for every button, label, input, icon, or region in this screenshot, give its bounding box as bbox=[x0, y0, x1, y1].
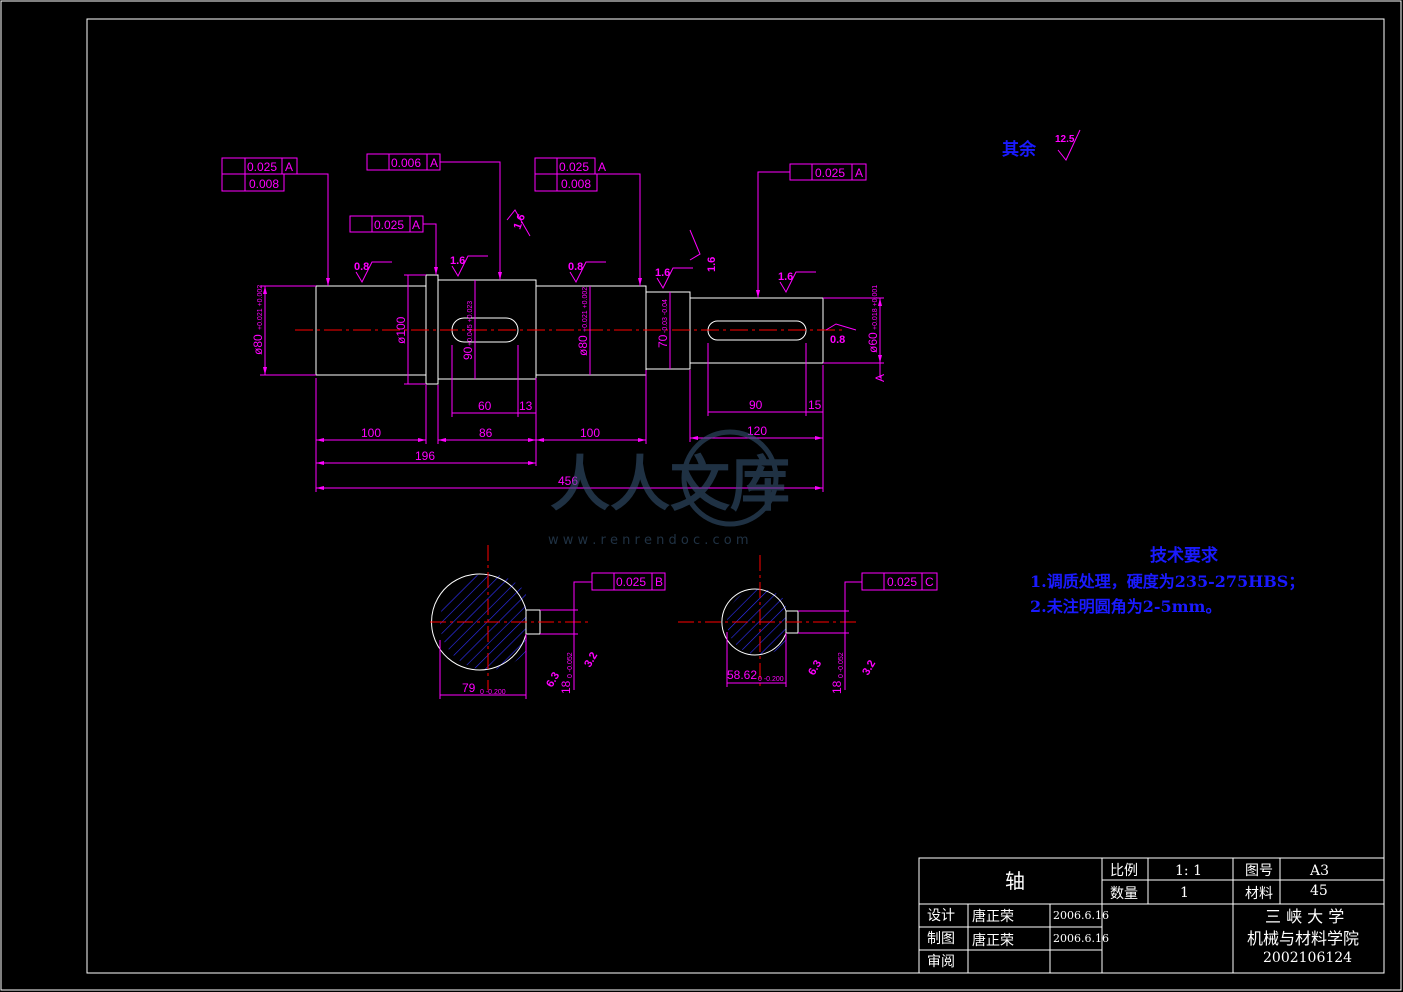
section-2: 58.62 0 -0.200 18 0 -0.052 bbox=[678, 555, 862, 694]
requirement-2: 2.未注明圆角为2-5mm。 bbox=[1030, 597, 1221, 616]
fcf-2-value: 0.006 bbox=[391, 156, 421, 170]
ra-11: 6.3 bbox=[806, 658, 824, 677]
drawing-no-label: 图号 bbox=[1245, 863, 1273, 879]
dim-phi70: 70 bbox=[656, 334, 670, 348]
dim-phi90-tol: +0.045 +0.023 bbox=[467, 301, 474, 346]
fcf-2-datum: A bbox=[430, 156, 438, 170]
dim-phi90: 90 bbox=[461, 346, 475, 360]
ra-5: 1.6 bbox=[512, 213, 529, 231]
dim-100a: 100 bbox=[361, 426, 381, 440]
sec2-key-tol: 0 -0.052 bbox=[838, 652, 845, 678]
dim-60: 60 bbox=[478, 399, 492, 413]
ra-6: 1.6 bbox=[706, 257, 718, 272]
sec2-width-tol: 0 -0.200 bbox=[758, 676, 784, 683]
ra-7: 0.8 bbox=[830, 334, 845, 346]
college-name: 机械与材料学院 bbox=[1247, 929, 1359, 948]
qty-value: 1 bbox=[1180, 885, 1189, 901]
drawing-no-value: A3 bbox=[1309, 863, 1329, 879]
dim-196: 196 bbox=[415, 449, 435, 463]
dim-456: 456 bbox=[558, 474, 578, 488]
draw-date: 2006.6.16 bbox=[1053, 932, 1109, 945]
remainder-roughness: 12.5 bbox=[1055, 134, 1075, 145]
dim-13: 13 bbox=[519, 399, 533, 413]
dim-phi80a-tol: +0.021 +0.002 bbox=[257, 285, 264, 330]
title-block bbox=[918, 857, 1385, 974]
draw-label: 制图 bbox=[927, 931, 955, 947]
fcf-5-datum: A bbox=[855, 166, 863, 180]
dimension-arrows bbox=[263, 267, 882, 490]
watermark-text: 人人文库 bbox=[550, 450, 790, 520]
fcf-1a-datum: A bbox=[285, 160, 293, 174]
fcf-6-value: 0.025 bbox=[616, 575, 646, 589]
inner-frame bbox=[86, 18, 1385, 974]
fcf-1b-value: 0.008 bbox=[249, 177, 279, 191]
dimension-lines bbox=[260, 161, 884, 492]
technical-requirements: 技术要求 1.调质处理，硬度为235-275HBS； 2.未注明圆角为2-5mm… bbox=[1030, 545, 1304, 616]
fcf-texts: 0.025 A 0.008 0.006 A 0.025 A 0.025 A 0.… bbox=[247, 156, 934, 589]
fcf-4a-value: 0.025 bbox=[559, 160, 589, 174]
fcf-frames bbox=[221, 153, 938, 591]
dim-phi80b: ø80 bbox=[576, 335, 590, 356]
draw-name: 唐正荣 bbox=[972, 932, 1014, 949]
ra-10: 3.2 bbox=[860, 658, 878, 677]
design-date: 2006.6.16 bbox=[1053, 909, 1109, 922]
dim-phi60-tol: +0.018 +0.001 bbox=[872, 285, 879, 330]
student-id: 2002106124 bbox=[1263, 950, 1352, 966]
dim-90: 90 bbox=[749, 398, 763, 412]
sec2-key: 18 bbox=[830, 680, 844, 694]
watermark: 人人文库 w w w . r e n r e n d o c . c o m bbox=[548, 429, 790, 548]
sec1-width: 79 bbox=[462, 681, 476, 695]
fcf-6-datum: B bbox=[655, 575, 663, 589]
ra-4: 1.6 bbox=[778, 271, 793, 283]
fcf-3-value: 0.025 bbox=[374, 218, 404, 232]
dim-phi80b-tol: +0.021 +0.002 bbox=[582, 287, 589, 332]
fcf-7-datum: C bbox=[925, 575, 934, 589]
watermark-url: w w w . r e n r e n d o c . c o m bbox=[548, 533, 749, 548]
fcf-7-value: 0.025 bbox=[887, 575, 917, 589]
dim-15: 15 bbox=[808, 398, 822, 412]
fcf-1a-value: 0.025 bbox=[247, 160, 277, 174]
fcf-3-datum: A bbox=[412, 218, 420, 232]
datum-a-label: A bbox=[873, 374, 887, 382]
dim-phi60: ø60 bbox=[866, 332, 880, 353]
sec2-width: 58.62 bbox=[727, 668, 757, 682]
sec1-width-tol: 0 -0.200 bbox=[480, 689, 506, 696]
dimension-texts: 100 86 100 120 196 456 60 13 90 15 ø80 +… bbox=[251, 285, 887, 488]
roughness-symbols bbox=[355, 129, 1081, 331]
dim-phi80a: ø80 bbox=[251, 334, 265, 355]
ra-3: 1.6 bbox=[655, 267, 670, 279]
scale-value: 1: 1 bbox=[1175, 863, 1202, 879]
remainder-label: 其余 bbox=[1002, 139, 1037, 160]
dim-86: 86 bbox=[479, 426, 493, 440]
school-name: 三 峡 大 学 bbox=[1265, 907, 1344, 926]
title-block-texts: 轴 比例 1: 1 图号 A3 数量 1 材料 45 设计 唐正荣 2006.6… bbox=[927, 863, 1359, 970]
fcf-4a-datum: A bbox=[598, 160, 606, 174]
dim-phi100: ø100 bbox=[394, 316, 408, 344]
ra-8: 3.2 bbox=[582, 650, 600, 669]
dim-120: 120 bbox=[747, 424, 767, 438]
ra-0: 0.8 bbox=[354, 261, 369, 273]
section-1: 79 0 -0.200 18 0 -0.052 bbox=[430, 545, 592, 699]
requirements-title: 技术要求 bbox=[1150, 545, 1218, 566]
sec1-key-tol: 0 -0.052 bbox=[567, 652, 574, 678]
fcf-5-value: 0.025 bbox=[815, 166, 845, 180]
part-name: 轴 bbox=[1005, 869, 1025, 893]
review-label: 审阅 bbox=[927, 954, 955, 970]
design-label: 设计 bbox=[927, 908, 955, 924]
ra-1: 1.6 bbox=[450, 255, 465, 267]
scale-label: 比例 bbox=[1110, 863, 1138, 879]
requirement-1: 1.调质处理，硬度为235-275HBS； bbox=[1030, 572, 1304, 591]
material-label: 材料 bbox=[1245, 886, 1273, 902]
fcf-4b-value: 0.008 bbox=[561, 177, 591, 191]
material-value: 45 bbox=[1310, 883, 1328, 899]
design-name: 唐正荣 bbox=[972, 908, 1014, 925]
dim-phi70-tol: -0.03 -0.04 bbox=[662, 299, 669, 333]
qty-label: 数量 bbox=[1110, 886, 1138, 902]
dim-100b: 100 bbox=[580, 426, 600, 440]
ra-2: 0.8 bbox=[568, 261, 583, 273]
sec1-key: 18 bbox=[559, 680, 573, 694]
